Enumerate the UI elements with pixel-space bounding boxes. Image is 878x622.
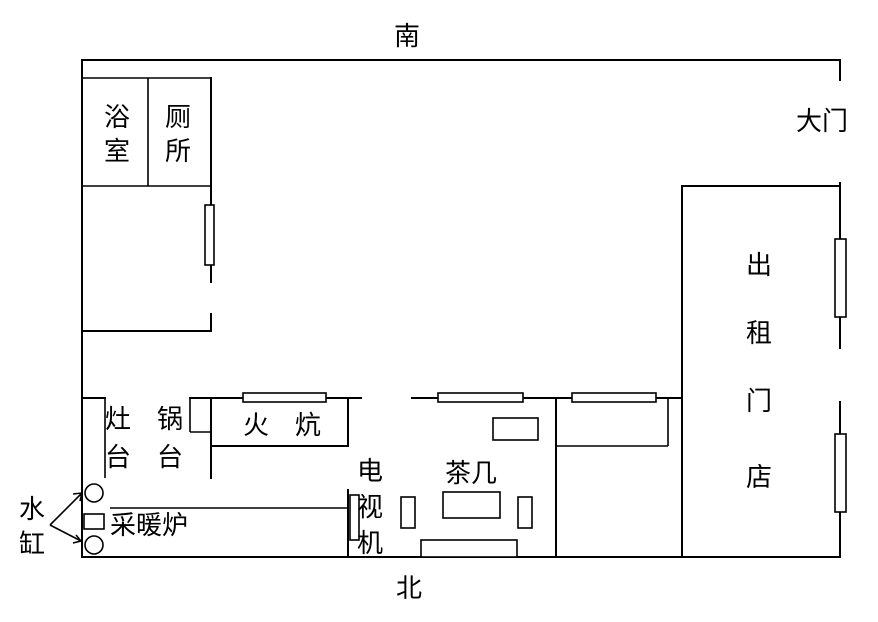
- window-side-room: [571, 392, 657, 403]
- water-tank-label-2: 缸: [19, 530, 45, 560]
- small-table: [492, 417, 539, 441]
- bathroom-block-walls: [81, 77, 212, 332]
- stove-label-1: 灶: [105, 405, 131, 435]
- tv-cabinet: [349, 494, 360, 541]
- window-bathroom-east: [204, 204, 215, 266]
- north-label: 北: [396, 574, 422, 604]
- bathroom-label-1: 浴: [104, 103, 130, 133]
- window-shop-upper: [834, 238, 847, 318]
- wok-label-1: 锅: [157, 405, 183, 435]
- shop-label-4: 店: [746, 463, 772, 493]
- water-tank-box: [83, 513, 105, 530]
- bathroom-label-2: 室: [104, 137, 130, 167]
- sofa: [420, 539, 518, 558]
- shop-label-3: 门: [746, 387, 772, 417]
- kang-label-2: 炕: [295, 411, 321, 441]
- tv-label-2: 视: [357, 493, 383, 523]
- kang-label-1: 火: [243, 411, 269, 441]
- window-shop-lower: [834, 433, 847, 513]
- kitchen-partitions: [104, 397, 349, 558]
- south-label: 南: [394, 22, 420, 52]
- tv-label-3: 机: [357, 529, 383, 559]
- toilet-label-1: 厕: [165, 103, 191, 133]
- water-tank-icon-2: [84, 535, 104, 555]
- water-tank-label-1: 水: [19, 495, 45, 525]
- tea-table: [442, 491, 501, 519]
- water-tank-icon: [84, 483, 104, 503]
- stove-label-2: 台: [105, 443, 131, 473]
- toilet-label-2: 所: [165, 137, 191, 167]
- window-kang: [242, 392, 327, 403]
- shop-label-2: 租: [746, 319, 772, 349]
- tv-label-1: 电: [357, 457, 383, 487]
- water-tank-arrows: [49, 492, 84, 544]
- living-partitions: [555, 397, 669, 558]
- front-door-label: 大门: [796, 107, 848, 137]
- seat-left: [400, 496, 416, 529]
- seat-right: [517, 496, 533, 529]
- tea-table-label: 茶几: [445, 459, 497, 489]
- wok-label-2: 台: [157, 443, 183, 473]
- rental-shop-walls: [681, 185, 841, 558]
- window-living: [437, 392, 524, 403]
- shop-label-1: 出: [746, 251, 772, 281]
- heater-label: 采暖炉: [110, 511, 188, 541]
